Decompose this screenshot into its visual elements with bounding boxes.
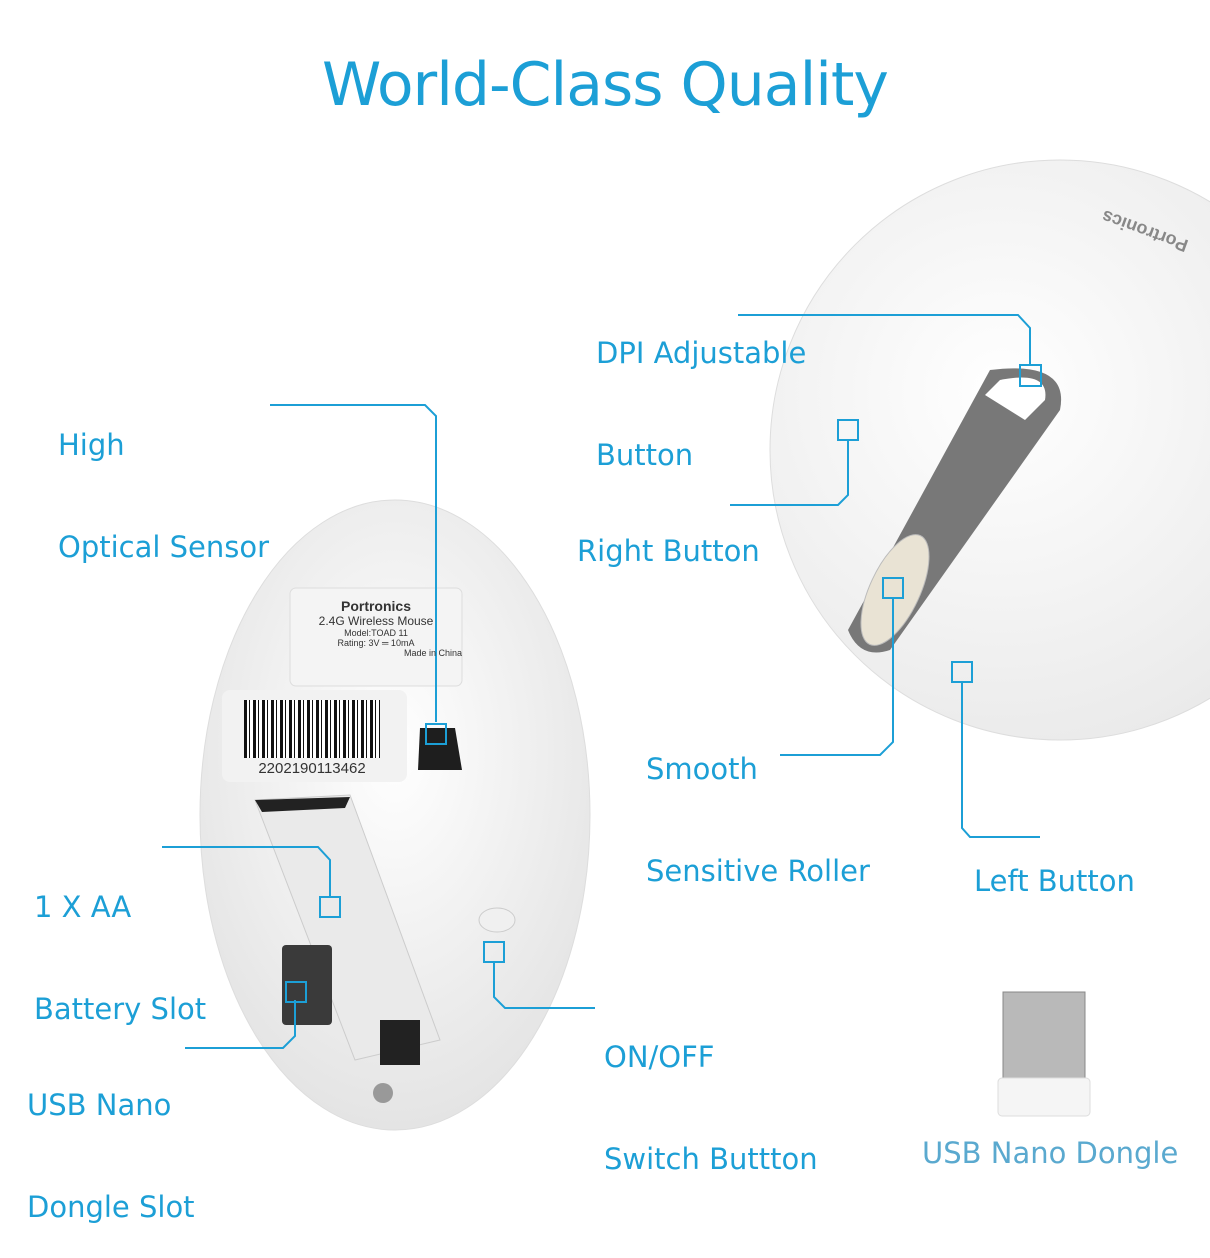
- dongle-caption: USB Nano Dongle: [922, 1136, 1179, 1170]
- usb-dongle-image: [997, 991, 1091, 1117]
- callout-text: Smooth: [646, 752, 758, 786]
- callout-dpi-button: DPI Adjustable Button: [596, 268, 806, 506]
- callout-text: Optical Sensor: [58, 530, 270, 564]
- callout-switch: ON/OFF Switch Buttton: [604, 972, 818, 1210]
- mouse-top-view: [769, 159, 1210, 741]
- barcode-number: 2202190113462: [258, 760, 366, 777]
- page-title: World-Class Quality: [322, 50, 889, 120]
- callout-text: High: [58, 428, 125, 462]
- callout-dongle-slot: USB Nano Dongle Slot: [27, 1020, 195, 1258]
- label-line: 2.4G Wireless Mouse: [318, 614, 434, 628]
- product-label: Portronics 2.4G Wireless Mouse Model:TOA…: [290, 598, 462, 658]
- callout-text: Left Button: [974, 864, 1135, 898]
- callout-left-button: Left Button: [974, 796, 1135, 932]
- label-line: Made in China: [403, 648, 462, 658]
- label-line: Model:TOAD 11: [344, 628, 408, 638]
- callout-text: Button: [596, 438, 694, 472]
- callout-roller: Smooth Sensitive Roller: [646, 684, 870, 922]
- callout-text: USB Nano: [27, 1088, 172, 1122]
- callout-text: Sensitive Roller: [646, 854, 870, 888]
- barcode-bars: [244, 700, 380, 758]
- callout-text: Battery Slot: [34, 992, 207, 1026]
- callout-text: ON/OFF: [604, 1040, 715, 1074]
- callout-text: 1 X AA: [34, 890, 132, 924]
- callout-text: Dongle Slot: [27, 1190, 195, 1224]
- brand-logo: Portronics: [340, 598, 411, 614]
- callout-text: Switch Buttton: [604, 1142, 818, 1176]
- callout-right-button: Right Button: [577, 466, 760, 602]
- callout-lines: [162, 314, 1042, 1049]
- label-line: Rating: 3V ═ 10mA: [337, 638, 415, 648]
- callout-text: DPI Adjustable: [596, 336, 807, 370]
- callout-battery-slot: 1 X AA Battery Slot: [34, 822, 206, 1060]
- callout-optical-sensor: High Optical Sensor: [58, 360, 269, 598]
- callout-text: Right Button: [577, 534, 760, 568]
